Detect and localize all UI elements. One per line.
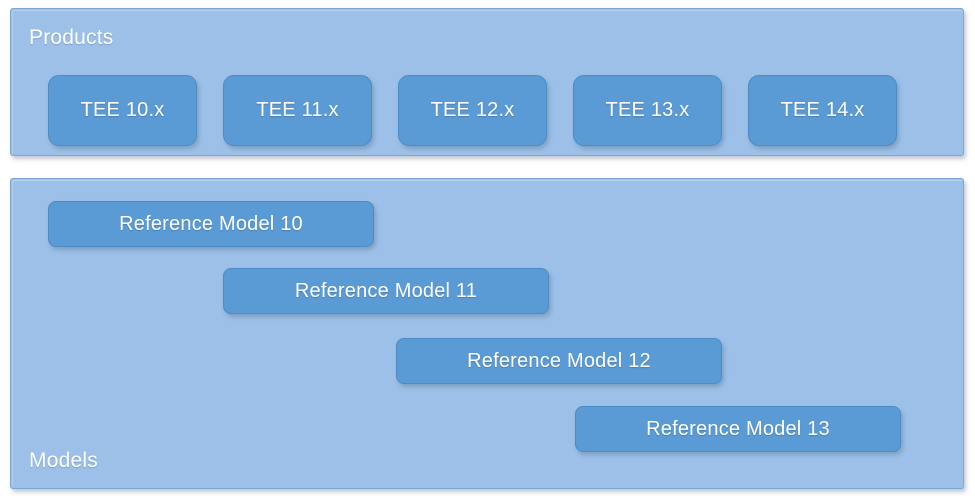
product-box-tee-12[interactable]: TEE 12.x [398, 75, 547, 146]
reference-model-bar-12[interactable]: Reference Model 12 [396, 338, 722, 384]
product-box-tee-10[interactable]: TEE 10.x [48, 75, 197, 146]
product-box-tee-13[interactable]: TEE 13.x [573, 75, 722, 146]
models-panel: Reference Model 10 Reference Model 11 Re… [10, 178, 964, 489]
reference-model-bar-10[interactable]: Reference Model 10 [48, 201, 374, 247]
product-box-tee-14[interactable]: TEE 14.x [748, 75, 897, 146]
models-panel-caption: Models [29, 449, 98, 472]
products-panel-caption: Products [29, 26, 114, 49]
products-panel: Products TEE 10.x TEE 11.x TEE 12.x TEE … [10, 8, 964, 156]
product-box-tee-11[interactable]: TEE 11.x [223, 75, 372, 146]
reference-model-bar-13[interactable]: Reference Model 13 [575, 406, 901, 452]
reference-model-bar-11[interactable]: Reference Model 11 [223, 268, 549, 314]
